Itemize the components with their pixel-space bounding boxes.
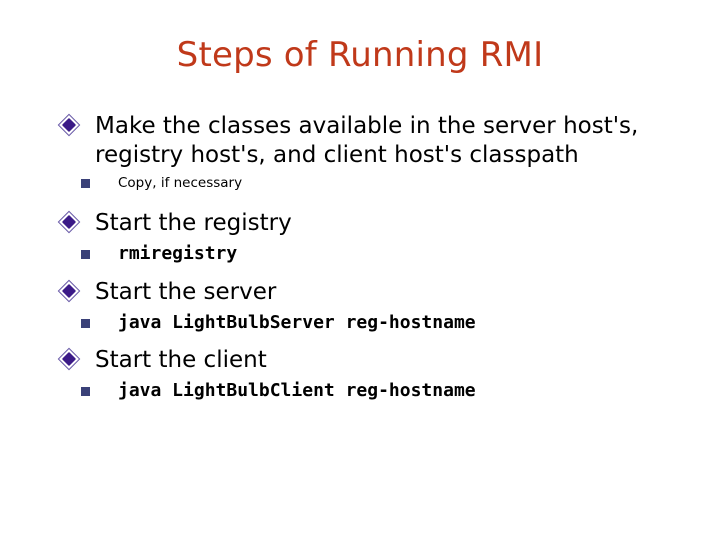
bullet-level1-label: Start the client [95, 347, 267, 373]
bullet-level1-label: Start the registry [95, 210, 292, 236]
bullet-level2-code: java LightBulbClient reg-hostname [118, 380, 476, 401]
bullet-item-level1: Start the client [0, 346, 720, 376]
bullet-group: Start the client java LightBulbClient re… [0, 346, 720, 404]
square-bullet-icon [81, 319, 90, 328]
square-bullet-icon [81, 250, 90, 259]
bullet-level2-code: java LightBulbServer reg-hostname [118, 312, 476, 333]
bullet-level1-label: Make the classes available in the server… [95, 113, 639, 168]
square-bullet-icon [81, 387, 90, 396]
diamond-bullet-icon [57, 210, 82, 235]
bullet-level2-label: Copy, if necessary [118, 175, 243, 191]
page-title: Steps of Running RMI [176, 35, 544, 75]
bullet-item-level2: java LightBulbClient reg-hostname [0, 378, 720, 404]
bullet-item-level2: java LightBulbServer reg-hostname [0, 310, 720, 336]
diamond-bullet-icon [57, 347, 82, 372]
bullet-level2-code: rmiregistry [118, 243, 238, 264]
bullet-level1-label: Start the server [95, 279, 277, 305]
bullet-list: Make the classes available in the server… [0, 112, 720, 404]
bullet-item-level1: Start the server [0, 278, 720, 308]
bullet-item-level1: Make the classes available in the server… [0, 112, 720, 170]
bullet-item-level1: Start the registry [0, 209, 720, 239]
square-bullet-icon [81, 179, 90, 188]
bullet-group: Make the classes available in the server… [0, 112, 720, 198]
bullet-group: Start the server java LightBulbServer re… [0, 278, 720, 336]
diamond-bullet-icon [57, 113, 82, 138]
bullet-group: Start the registry rmiregistry [0, 209, 720, 267]
diamond-bullet-icon [57, 279, 82, 304]
bullet-item-level2: rmiregistry [0, 241, 720, 267]
bullet-item-level2: Copy, if necessary [0, 172, 720, 198]
